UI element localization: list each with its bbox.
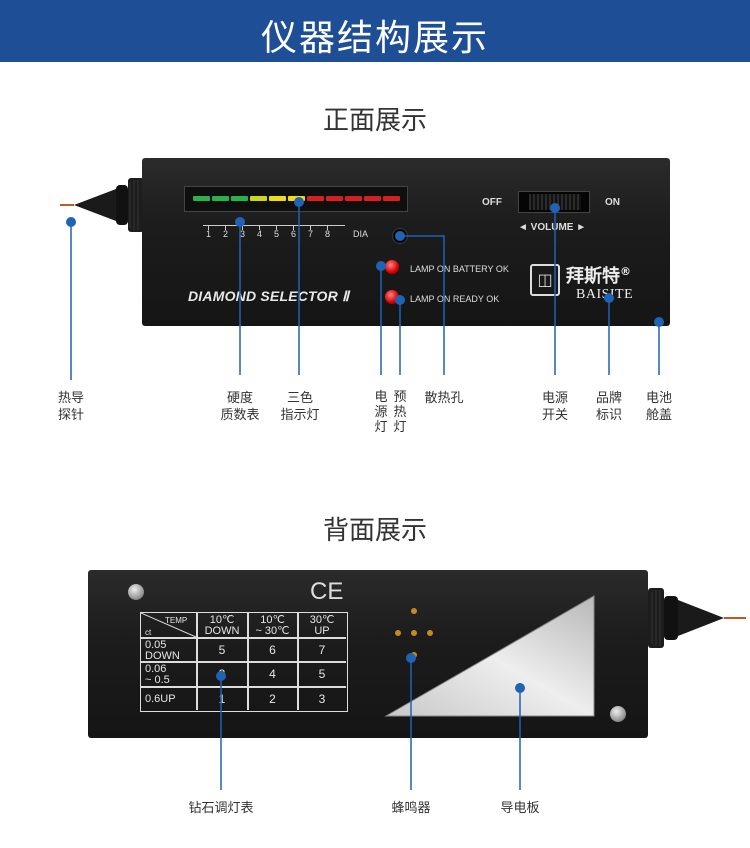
label-conductive-plate: 导电板 (500, 801, 540, 816)
scale-tick-label: 7 (308, 229, 314, 239)
label-buzzer: 蜂鸣器 (391, 801, 431, 816)
table-corner-temp: TEMP (165, 616, 188, 625)
led-segment (345, 196, 362, 201)
scale-dia-label: DIA (353, 229, 369, 239)
table-cell: 1 (218, 692, 226, 706)
scale-tick-label: 8 (325, 229, 331, 239)
lamp-ready-text: LAMP ON READY OK (410, 294, 500, 304)
label-power-switch: 电源开关 (541, 391, 568, 423)
back-section-title: 背面展示 (322, 516, 427, 546)
led-segment (326, 196, 343, 201)
label-thermal-probe: 热导探针 (57, 391, 84, 423)
label-vent-hole: 散热孔 (424, 391, 464, 406)
table-col-header: 10℃~ 30℃ (255, 614, 290, 637)
scale-tick (276, 225, 277, 230)
scale-tick (293, 225, 294, 230)
buzzer-dot (395, 630, 401, 636)
led-segment (212, 196, 229, 201)
logo-english: BAISITE (576, 287, 634, 302)
screw-bottom-right-icon (610, 706, 626, 722)
table-row-header: 0.06~ 0.5 (145, 663, 170, 686)
scale-tick-label: 3 (240, 229, 246, 239)
scale-tick-label: 1 (206, 229, 212, 239)
scale-tick (208, 225, 209, 230)
buzzer-dot (427, 630, 433, 636)
hardness-scale-line (203, 225, 345, 226)
switch-knob[interactable] (529, 194, 581, 210)
table-cell: 6 (269, 643, 276, 657)
table-cell: 5 (218, 643, 226, 657)
led-segment (193, 196, 210, 201)
label-brand-mark: 品牌标识 (595, 391, 622, 423)
logo-mark-icon: ◫ (530, 264, 560, 296)
scale-tick (225, 225, 226, 230)
thermal-probe-back (648, 588, 746, 648)
table-row-header: 0.6UP (145, 693, 176, 705)
logo-chinese: 拜斯特® (566, 265, 631, 287)
switch-off-label: OFF (482, 197, 502, 208)
switch-on-label: ON (605, 197, 620, 208)
led-segment (383, 196, 400, 201)
scale-tick (242, 225, 243, 230)
table-cell: 3 (318, 692, 326, 706)
scale-tick-label: 5 (274, 229, 280, 239)
ce-mark: CE (310, 578, 344, 605)
scale-tick-label: 4 (257, 229, 263, 239)
label-battery-cover: 电池舱盖 (645, 391, 672, 423)
buzzer-dot (411, 608, 417, 614)
scale-tick-label: 6 (291, 229, 297, 239)
page-title: 仪器结构展示 (260, 18, 489, 59)
table-cell: 2 (269, 692, 276, 706)
label-tricolor-lamp: 三色指示灯 (280, 391, 320, 423)
table-cell: 5 (318, 667, 326, 681)
lamp-battery-text: LAMP ON BATTERY OK (410, 264, 509, 274)
led-segment (307, 196, 324, 201)
label-preheat-lamp: 预热灯 (393, 390, 407, 435)
volume-label: ◄ VOLUME ► (518, 222, 587, 233)
label-calibration-table: 钻石调灯表 (188, 801, 254, 816)
table-cell: 7 (318, 643, 326, 657)
brand-text: DIAMOND SELECTOR Ⅱ (188, 288, 350, 304)
table-corner-ct: ct (145, 628, 152, 637)
header-banner: 仪器结构展示 (0, 0, 750, 62)
power-lamp (385, 260, 399, 274)
label-power-lamp: 电源灯 (374, 390, 388, 435)
label-hardness-table: 硬度质数表 (220, 391, 260, 423)
led-segment (364, 196, 381, 201)
conductive-plate (384, 595, 595, 717)
buzzer-dot (411, 630, 417, 636)
scale-tick (310, 225, 311, 230)
led-segment (250, 196, 267, 201)
led-segment (269, 196, 286, 201)
scale-tick-label: 2 (223, 229, 229, 239)
thermal-probe-front (60, 178, 144, 232)
scale-tick (327, 225, 328, 230)
screw-top-left-icon (128, 584, 144, 600)
led-segment (231, 196, 248, 201)
table-cell: 4 (269, 667, 276, 681)
front-section-title: 正面展示 (322, 106, 427, 136)
scale-tick (259, 225, 260, 230)
